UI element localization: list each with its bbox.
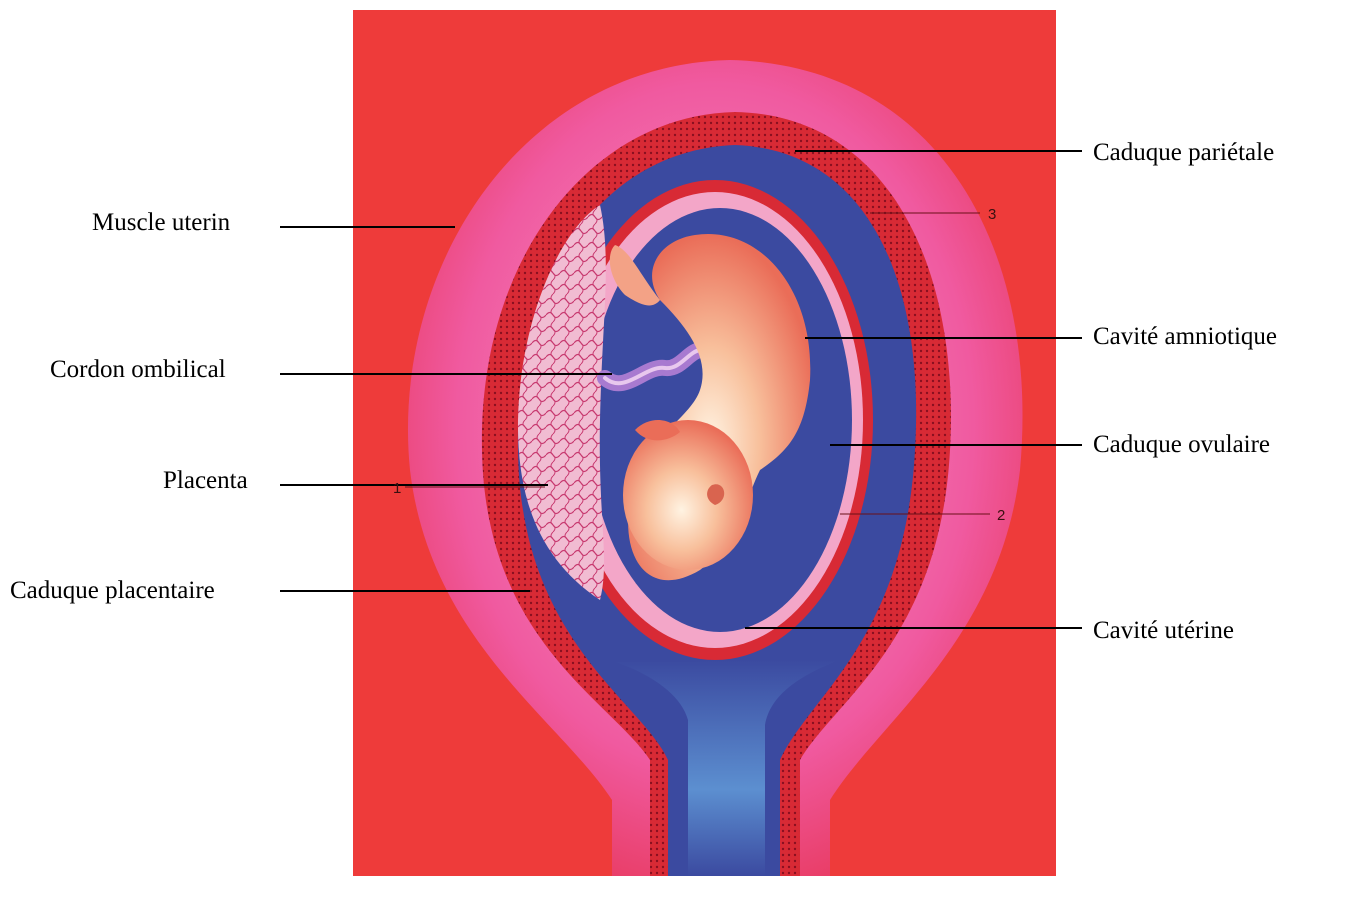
label-placenta: Placenta [163, 466, 248, 496]
label-cavite-uterine: Cavité utérine [1093, 616, 1234, 646]
fetus-head [623, 420, 753, 570]
marker-3: 3 [988, 206, 996, 223]
label-cavite-amniotique: Cavité amniotique [1093, 322, 1277, 352]
label-cordon-ombilical: Cordon ombilical [50, 355, 226, 385]
label-caduque-parietale: Caduque pariétale [1093, 138, 1274, 168]
label-muscle-uterin: Muscle uterin [92, 208, 230, 238]
label-caduque-placentaire: Caduque placentaire [10, 576, 215, 606]
marker-2: 2 [997, 507, 1005, 524]
label-caduque-ovulaire: Caduque ovulaire [1093, 430, 1270, 460]
marker-1: 1 [393, 480, 401, 497]
